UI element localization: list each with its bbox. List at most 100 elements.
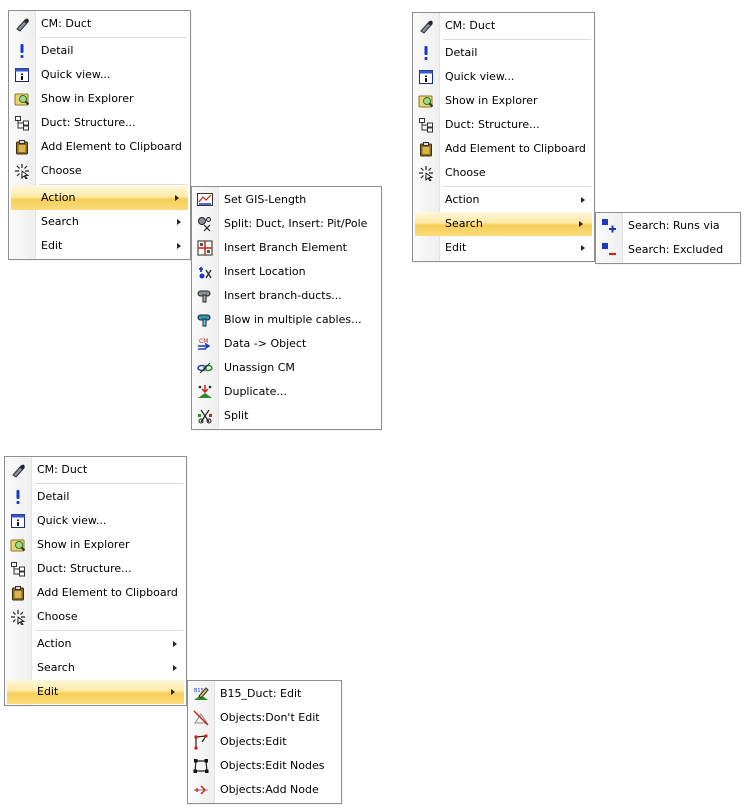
menu-item-quick-view[interactable]: Quick view...	[413, 65, 594, 89]
menu-item-search[interactable]: Search	[415, 212, 592, 236]
menu-item-choose[interactable]: Choose	[5, 605, 186, 629]
action-submenu: Set GIS-Length Split: Duct, Insert: Pit/…	[191, 186, 382, 430]
menu-item-label: Search	[37, 661, 75, 674]
menu-item-label: Detail	[445, 46, 478, 59]
exclamation-icon	[14, 43, 30, 59]
branch-element-icon	[197, 240, 213, 256]
menu-item-split[interactable]: Split	[192, 404, 381, 428]
submenu-arrow-icon	[177, 219, 181, 225]
explorer-icon	[14, 91, 30, 107]
menu-item-data-to-object[interactable]: Data -> Object	[192, 332, 381, 356]
menu-item-action[interactable]: Action	[413, 188, 594, 212]
menu-item-search-excluded[interactable]: Search: Excluded	[596, 238, 740, 262]
menu-item-label: Insert branch-ducts...	[224, 289, 342, 302]
blow-cables-icon	[197, 312, 213, 328]
exclamation-icon	[10, 489, 26, 505]
menu-item-search[interactable]: Search	[9, 210, 190, 234]
context-menu-2: CM: Duct Detail Quick view... Show in Ex…	[412, 12, 595, 262]
menu-item-add-to-clipboard[interactable]: Add Element to Clipboard	[413, 137, 594, 161]
submenu-arrow-icon	[175, 195, 179, 201]
menu-item-label: Show in Explorer	[37, 538, 130, 551]
menu-item-label: Choose	[37, 610, 78, 623]
menu-item-add-to-clipboard[interactable]: Add Element to Clipboard	[5, 581, 186, 605]
menu-item-show-in-explorer[interactable]: Show in Explorer	[5, 533, 186, 557]
menu-item-label: Search	[445, 217, 483, 230]
menu-item-label: Action	[445, 193, 480, 206]
search-runs-via-icon	[601, 218, 617, 234]
menu-item-b15-duct-edit[interactable]: B15_Duct: Edit	[188, 682, 341, 706]
menu-item-set-gis-length[interactable]: Set GIS-Length	[192, 188, 381, 212]
menu-item-quick-view[interactable]: Quick view...	[5, 509, 186, 533]
menu-item-insert-branch-ducts[interactable]: Insert branch-ducts...	[192, 284, 381, 308]
menu-item-choose[interactable]: Choose	[413, 161, 594, 185]
menu-item-label: Duplicate...	[224, 385, 287, 398]
menu-item-label: Split	[224, 409, 249, 422]
clipboard-icon	[14, 139, 30, 155]
menu-item-edit[interactable]: Edit	[9, 234, 190, 258]
menu-item-edit[interactable]: Edit	[413, 236, 594, 260]
menu-item-detail[interactable]: Detail	[5, 485, 186, 509]
menu-item-detail[interactable]: Detail	[413, 41, 594, 65]
info-icon	[14, 67, 30, 83]
menu-item-label: Add Element to Clipboard	[41, 140, 182, 153]
menu-item-cm-duct[interactable]: CM: Duct	[9, 12, 190, 36]
structure-icon	[14, 115, 30, 131]
choose-cursor-icon	[10, 609, 26, 625]
menu-item-objects-edit[interactable]: Objects:Edit	[188, 730, 341, 754]
context-menu-3: CM: Duct Detail Quick view... Show in Ex…	[4, 456, 187, 706]
menu-item-label: Objects:Edit Nodes	[220, 759, 325, 772]
split-icon	[197, 408, 213, 424]
menu-item-search[interactable]: Search	[5, 656, 186, 680]
menu-item-duct-structure[interactable]: Duct: Structure...	[413, 113, 594, 137]
clipboard-icon	[10, 585, 26, 601]
menu-item-unassign-cm[interactable]: Unassign CM	[192, 356, 381, 380]
menu-item-label: Search: Runs via	[628, 219, 720, 232]
menu-item-duct-structure[interactable]: Duct: Structure...	[9, 111, 190, 135]
menu-item-label: Choose	[41, 164, 82, 177]
menu-separator	[35, 483, 183, 484]
context-menu-1: CM: Duct Detail Quick view... Show in Ex…	[8, 10, 191, 260]
menu-item-label: Edit	[37, 685, 59, 698]
branch-ducts-icon	[197, 288, 213, 304]
menu-item-label: Add Element to Clipboard	[445, 142, 586, 155]
submenu-arrow-icon	[173, 665, 177, 671]
search-submenu: Search: Runs via Search: Excluded	[595, 212, 741, 264]
menu-item-label: Action	[41, 191, 76, 204]
structure-icon	[10, 561, 26, 577]
menu-item-quick-view[interactable]: Quick view...	[9, 63, 190, 87]
submenu-arrow-icon	[581, 197, 585, 203]
menu-item-objects-dont-edit[interactable]: Objects:Don't Edit	[188, 706, 341, 730]
menu-item-action[interactable]: Action	[11, 186, 188, 210]
menu-item-blow-in-cables[interactable]: Blow in multiple cables...	[192, 308, 381, 332]
menu-item-insert-branch-element[interactable]: Insert Branch Element	[192, 236, 381, 260]
menu-item-show-in-explorer[interactable]: Show in Explorer	[413, 89, 594, 113]
choose-cursor-icon	[418, 165, 434, 181]
menu-item-edit[interactable]: Edit	[7, 680, 184, 704]
menu-item-cm-duct[interactable]: CM: Duct	[413, 14, 594, 38]
menu-item-objects-edit-nodes[interactable]: Objects:Edit Nodes	[188, 754, 341, 778]
menu-item-label: Quick view...	[37, 514, 107, 527]
edit-duct-icon	[193, 686, 209, 702]
menu-item-label: Data -> Object	[224, 337, 307, 350]
menu-item-action[interactable]: Action	[5, 632, 186, 656]
exclamation-icon	[418, 45, 434, 61]
menu-item-add-to-clipboard[interactable]: Add Element to Clipboard	[9, 135, 190, 159]
menu-item-objects-add-node[interactable]: Objects:Add Node	[188, 778, 341, 802]
menu-item-choose[interactable]: Choose	[9, 159, 190, 183]
submenu-arrow-icon	[581, 245, 585, 251]
menu-item-label: Duct: Structure...	[37, 562, 132, 575]
menu-item-show-in-explorer[interactable]: Show in Explorer	[9, 87, 190, 111]
menu-item-label: B15_Duct: Edit	[220, 687, 302, 700]
menu-item-cm-duct[interactable]: CM: Duct	[5, 458, 186, 482]
menu-item-split-duct[interactable]: Split: Duct, Insert: Pit/Pole	[192, 212, 381, 236]
menu-item-label: Blow in multiple cables...	[224, 313, 362, 326]
menu-item-label: Objects:Don't Edit	[220, 711, 320, 724]
menu-item-label: Insert Location	[224, 265, 306, 278]
menu-item-detail[interactable]: Detail	[9, 39, 190, 63]
menu-item-duplicate[interactable]: Duplicate...	[192, 380, 381, 404]
menu-item-insert-location[interactable]: Insert Location	[192, 260, 381, 284]
menu-item-label: Unassign CM	[224, 361, 295, 374]
menu-item-label: Quick view...	[41, 68, 111, 81]
menu-item-duct-structure[interactable]: Duct: Structure...	[5, 557, 186, 581]
menu-item-search-runs-via[interactable]: Search: Runs via	[596, 214, 740, 238]
